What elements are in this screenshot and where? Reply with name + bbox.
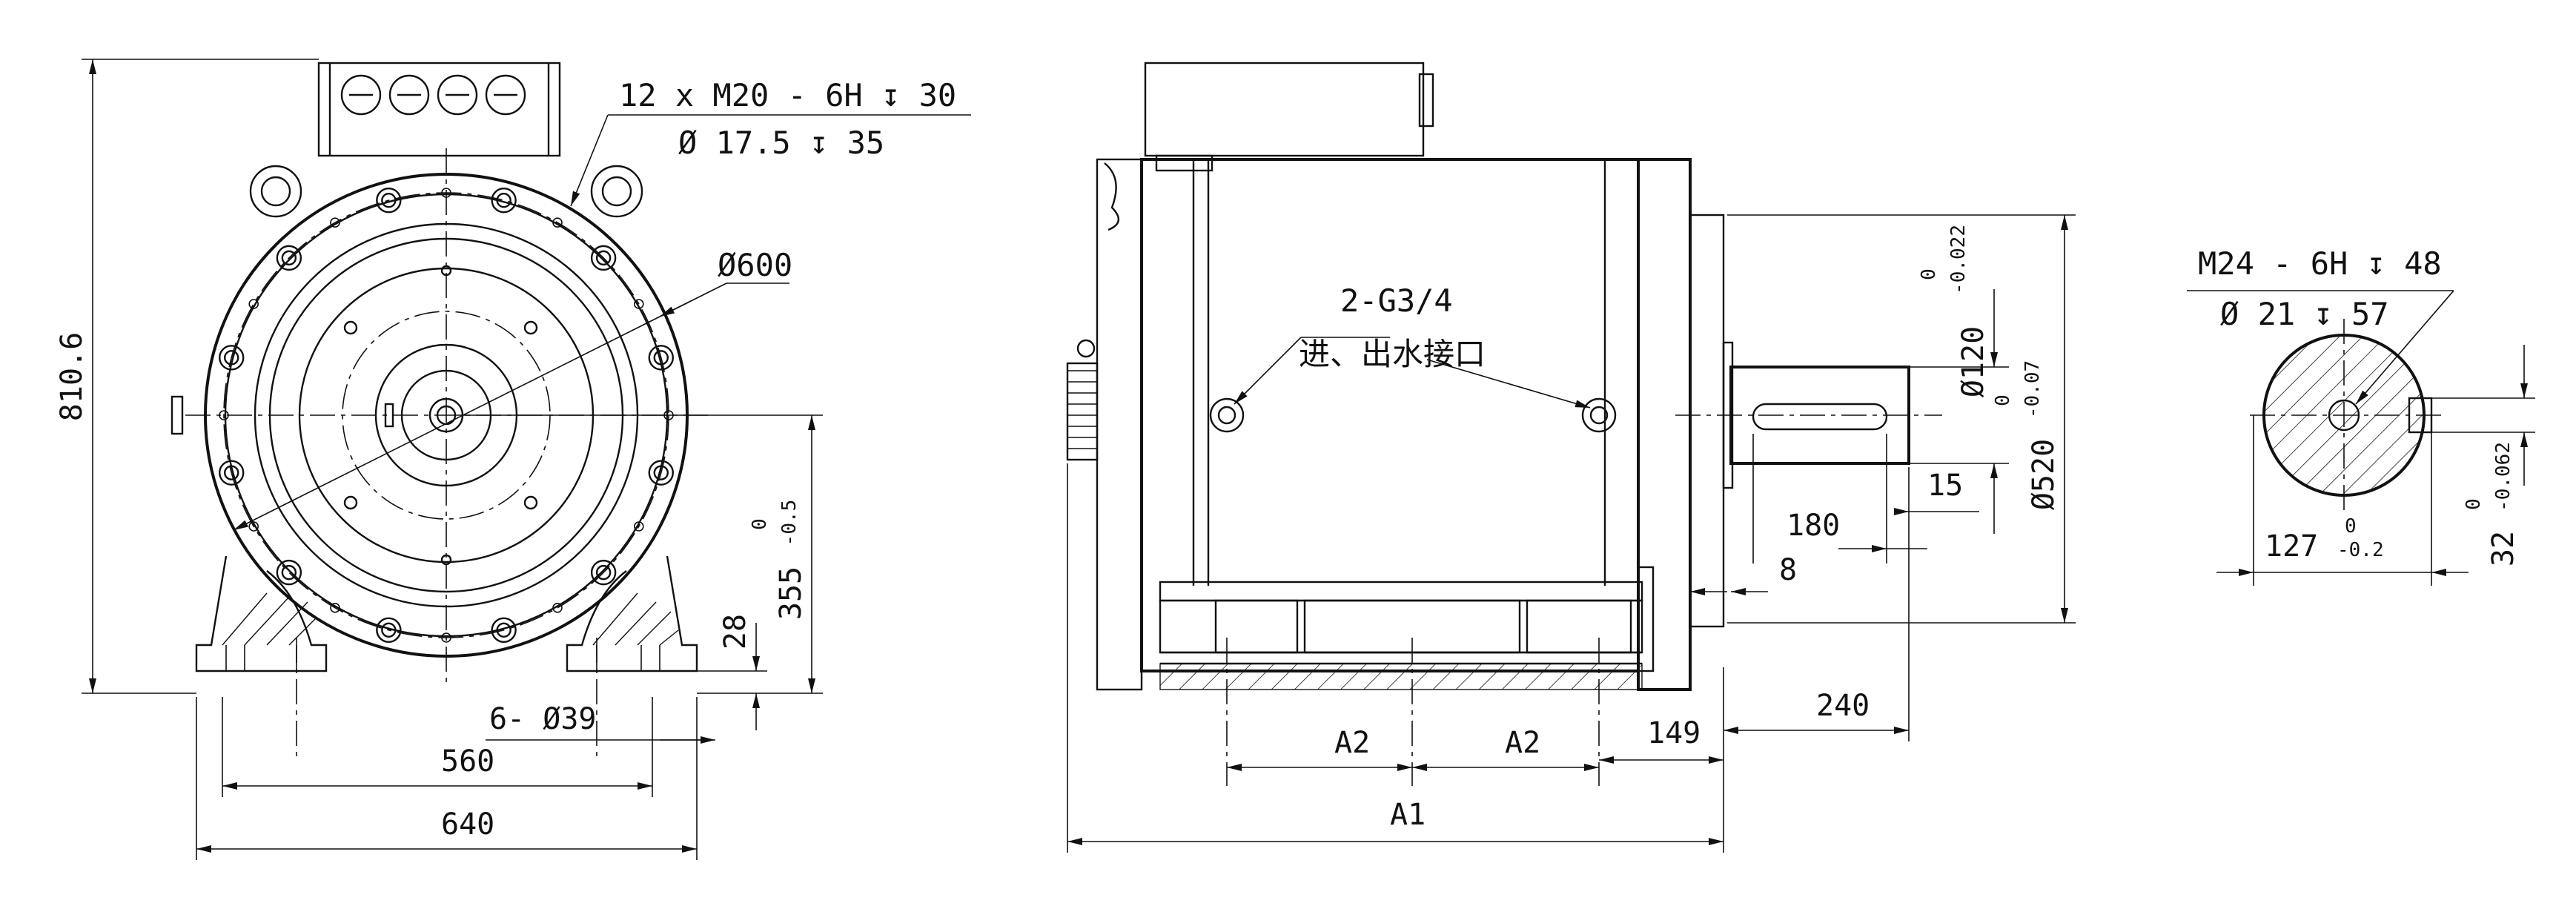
key-width-label: 32 [2486, 531, 2520, 566]
front-view: 810.6 355 0 -0.5 28 6- Ø39 560 640 12 x … [55, 59, 971, 860]
svg-text:0: 0 [1918, 268, 1940, 280]
motor-body [1140, 158, 1640, 672]
flange-small-hole [248, 521, 259, 532]
lifting-eye-left [249, 165, 302, 218]
flange-small-hole [634, 299, 644, 309]
port-label: 2-G3/4 [1340, 282, 1453, 319]
flange-bolt-hole [595, 250, 612, 266]
foot-left [195, 555, 328, 672]
terminal-box [317, 62, 561, 157]
flange-small-hole [248, 299, 259, 309]
flange-bolts [219, 188, 674, 643]
spigot-diameter-label: Ø520 [2027, 439, 2061, 510]
foot-to-shoulder-label: 149 [1647, 716, 1701, 750]
foot-hole-spacing-label: 560 [441, 744, 494, 779]
shaft-end-view: M24 - 6H ↧ 48 Ø 21 ↧ 57 127 0 -0.2 32 0 … [2187, 245, 2535, 586]
key-height-label: 127 [2265, 529, 2318, 563]
svg-text:-0.022: -0.022 [1947, 225, 1970, 294]
overall-length-label: A1 [1390, 798, 1426, 832]
side-view: 2-G3/4 进、出水接口 Ø120 0 -0.022 Ø520 0 -0.07… [1066, 62, 2076, 853]
svg-text:0: 0 [749, 518, 771, 530]
flange-bolt-hole [496, 193, 511, 208]
key-offset-label: 8 [1779, 553, 1797, 587]
flange-bolt-hole [281, 564, 297, 581]
flange-bolt [648, 345, 674, 371]
shaft-height-label: 355 [774, 566, 808, 620]
flange-bolt [376, 617, 402, 643]
shaft-diameter-label: Ø120 [1956, 326, 1990, 397]
front-thread-note-1: 12 x M20 - 6H ↧ 30 [619, 77, 956, 113]
flange-bolt-hole [381, 193, 397, 208]
flange-bolt [491, 188, 517, 214]
foot-right [566, 555, 698, 672]
flange-bolt [276, 245, 302, 271]
shaft-length-label: 240 [1816, 689, 1870, 723]
front-flange [1637, 158, 1692, 691]
flange-bolt-hole [224, 465, 239, 480]
water-port-right [1581, 397, 1617, 433]
flange-bolt-hole [281, 250, 297, 266]
flange-bolt-hole [653, 350, 669, 366]
overall-height-label: 810.6 [55, 332, 89, 421]
foot-width-label: 640 [441, 807, 494, 842]
shaft-thread-note-1: M24 - 6H ↧ 48 [2198, 245, 2442, 282]
shoulder-label: 15 [1927, 469, 1963, 503]
flange-bolt [219, 460, 245, 486]
flange-small-hole [330, 603, 340, 613]
flange-bolt-hole [496, 622, 511, 638]
foot-holes-label: 6- Ø39 [489, 702, 597, 736]
foot-thickness-label: 28 [718, 614, 752, 649]
flange-small-hole [634, 521, 644, 532]
flange-small-hole [441, 632, 451, 643]
water-port-left [1209, 397, 1245, 433]
port-desc: 进、出水接口 [1299, 336, 1486, 372]
flange-bolt [219, 345, 245, 371]
key-length-label: 180 [1787, 509, 1840, 543]
flange-diameter-label: Ø600 [718, 247, 792, 283]
svg-text:-0.2: -0.2 [2337, 539, 2384, 561]
keyway [1752, 403, 1888, 431]
terminal-glands [340, 74, 526, 116]
side-terminal-box [1144, 62, 1425, 157]
flange-small-hole [330, 217, 340, 228]
shaft-thread-note-2: Ø 21 ↧ 57 [2220, 296, 2389, 332]
flange-bolt-hole [381, 622, 397, 638]
flange-bolt [376, 188, 402, 214]
flange-bolt [491, 617, 517, 643]
flange-bolt-hole [653, 465, 669, 480]
flange-bolt [276, 559, 302, 586]
lifting-eye-right [590, 165, 643, 218]
svg-text:-0.07: -0.07 [2022, 360, 2044, 418]
side-foot-base [1159, 581, 1643, 602]
svg-text:0: 0 [2345, 515, 2357, 538]
flange-bolt [590, 559, 617, 586]
flange-bolt [648, 460, 674, 486]
flange-small-hole [552, 603, 563, 613]
flange-bolt [590, 245, 617, 271]
flange-small-hole [552, 217, 563, 228]
svg-text:0: 0 [2463, 498, 2485, 510]
front-thread-note-2: Ø 17.5 ↧ 35 [678, 125, 884, 161]
svg-text:-0.5: -0.5 [778, 500, 801, 546]
foot-pitch-a-label: A2 [1334, 726, 1370, 760]
foot-pitch-b-label: A2 [1505, 726, 1540, 760]
flange-bolt-hole [595, 564, 612, 581]
flange-bolt-hole [224, 350, 239, 366]
svg-text:-0.062: -0.062 [2492, 442, 2514, 512]
svg-text:0: 0 [1992, 394, 2014, 406]
